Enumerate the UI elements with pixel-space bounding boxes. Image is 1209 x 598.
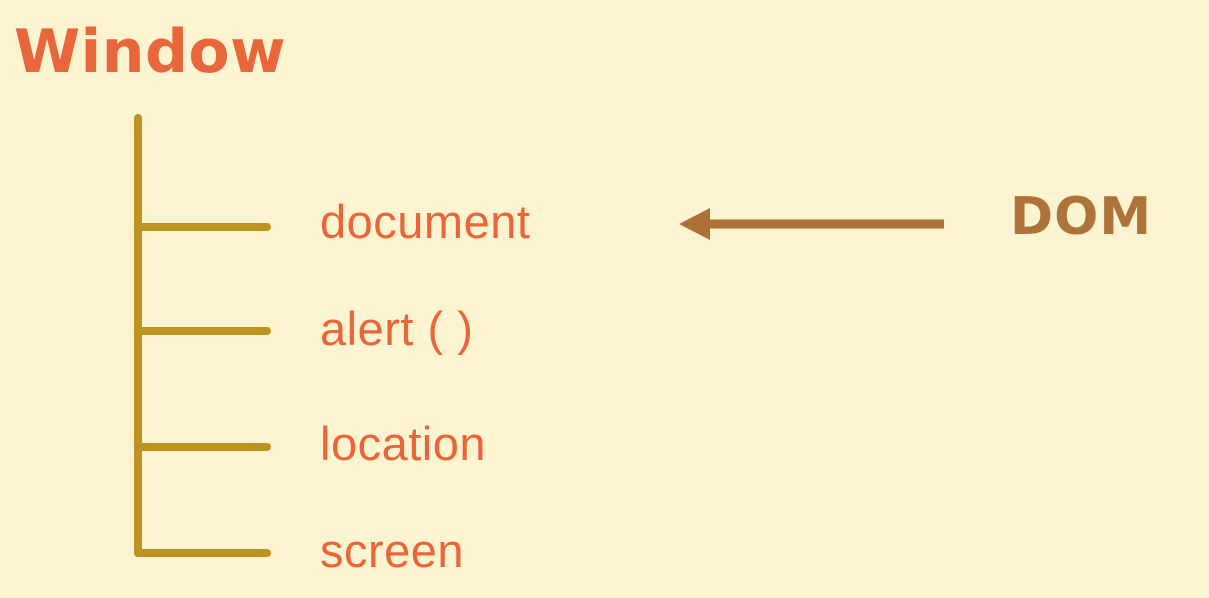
branch-label-document: document	[320, 195, 531, 248]
branch-label-location: location	[320, 417, 486, 470]
annotation-label-dom: DOM	[1010, 187, 1153, 247]
branch-label-screen: screen	[320, 524, 465, 577]
page-title: Window	[14, 17, 287, 87]
arrow-left-icon	[679, 208, 944, 240]
branch-label-alert: alert ( )	[320, 302, 474, 355]
